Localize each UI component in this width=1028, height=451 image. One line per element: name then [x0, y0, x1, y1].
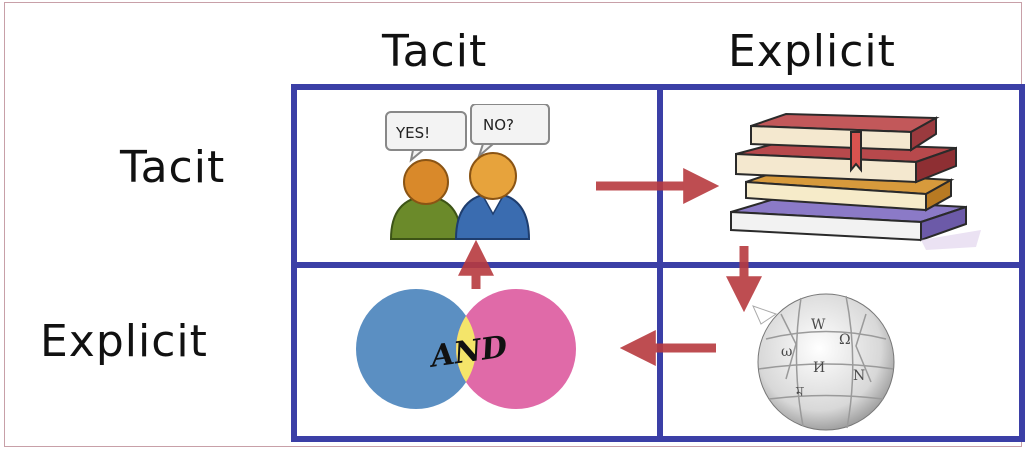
conversion-arrows: [458, 168, 762, 366]
row-header-explicit: Explicit: [40, 316, 208, 367]
venn-right-circle: [456, 289, 576, 409]
column-header-tacit: Tacit: [382, 26, 488, 77]
svg-text:W: W: [811, 317, 826, 333]
svg-text:ω: ω: [781, 344, 792, 360]
speech-right-text: NO?: [483, 116, 514, 134]
speech-left-text: YES!: [395, 124, 430, 142]
svg-text:Ν: Ν: [853, 368, 865, 384]
speech-bubble-left: YES!: [385, 111, 467, 163]
grid-lines: [291, 84, 1025, 442]
person-left-icon: [389, 159, 463, 240]
svg-text:Ω: Ω: [839, 332, 851, 348]
svg-text:ম: ম: [795, 384, 804, 400]
venn-overlap: [456, 316, 476, 382]
stack-of-books-icon: [730, 112, 981, 250]
venn-left-circle: [356, 289, 476, 409]
knowledge-conversion-grid: YES! NO?: [291, 84, 1028, 444]
person-right-icon: [454, 152, 531, 240]
venn-diagram-icon: AND: [356, 289, 576, 409]
row-header-tacit: Tacit: [120, 142, 226, 193]
svg-text:И: И: [813, 360, 825, 376]
conversation-people-icon: YES! NO?: [385, 104, 550, 240]
wikipedia-globe-icon: W Ω ω И Ν ম: [752, 293, 895, 431]
speech-bubble-right: NO?: [470, 104, 550, 160]
column-header-explicit: Explicit: [728, 26, 896, 77]
